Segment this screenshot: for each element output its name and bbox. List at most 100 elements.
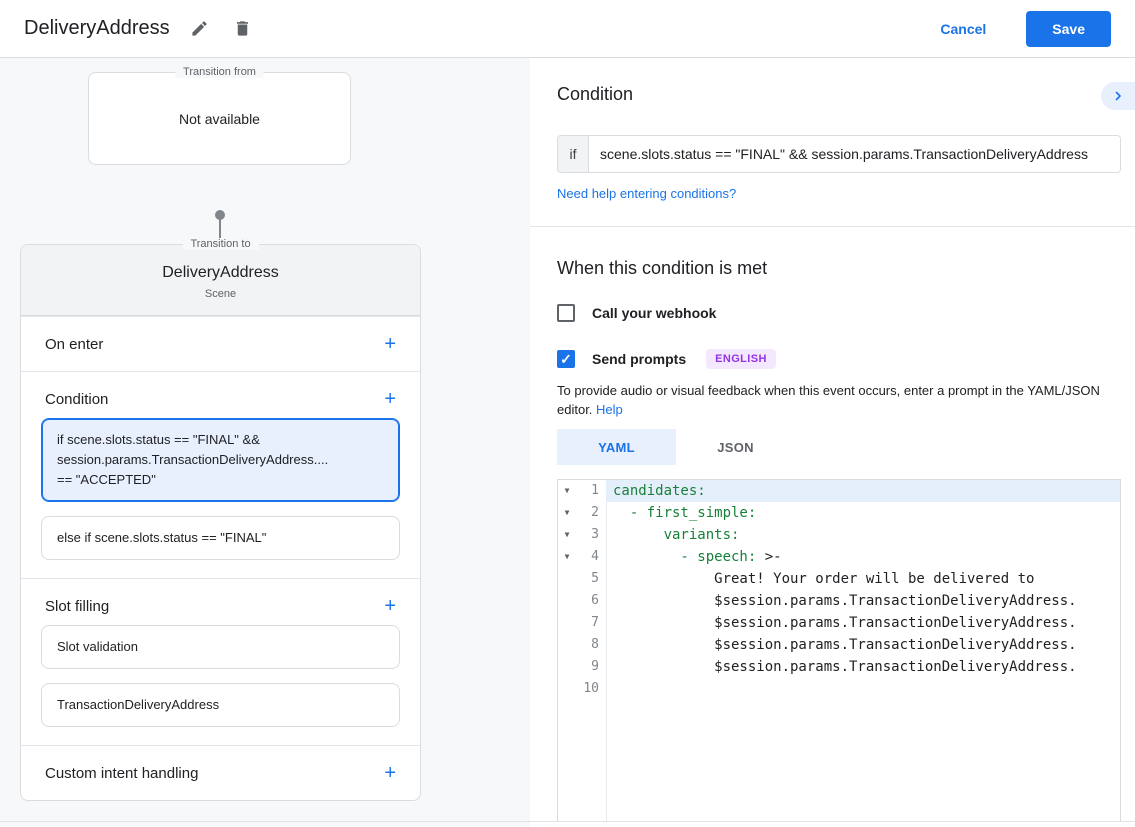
save-button[interactable]: Save bbox=[1026, 10, 1111, 47]
transition-to-card: Transition to DeliveryAddress Scene On e… bbox=[20, 238, 421, 801]
code-text[interactable]: candidates: bbox=[606, 480, 1120, 502]
line-number: 9 bbox=[591, 659, 599, 674]
code-line: 8 $session.params.TransactionDeliveryAdd… bbox=[558, 634, 1120, 656]
condition-expression-input[interactable] bbox=[589, 136, 1120, 172]
slot-card[interactable]: TransactionDeliveryAddress bbox=[41, 683, 400, 727]
bottom-strip-left bbox=[0, 822, 530, 827]
fold-toggle-icon[interactable]: ▼ bbox=[564, 508, 570, 517]
code-text[interactable]: Great! Your order will be delivered to bbox=[613, 571, 1035, 587]
topbar: DeliveryAddress Cancel Save bbox=[0, 0, 1135, 58]
description-text: To provide audio or visual feedback when… bbox=[557, 383, 1100, 417]
if-prefix: if bbox=[558, 136, 589, 172]
line-number: 8 bbox=[591, 637, 599, 652]
edit-scene-button[interactable] bbox=[186, 15, 213, 42]
condition-help-link[interactable]: Need help entering conditions? bbox=[557, 186, 737, 201]
transition-from-label: Transition from bbox=[175, 66, 264, 78]
condition-title: Condition bbox=[45, 390, 109, 408]
send-prompts-label: Send prompts bbox=[592, 351, 687, 367]
condition-card[interactable]: else if scene.slots.status == "FINAL" bbox=[41, 516, 400, 560]
fold-toggle-icon[interactable] bbox=[558, 612, 576, 634]
cancel-button[interactable]: Cancel bbox=[934, 20, 992, 38]
condition-met-section: When this condition is met ✓ Call your w… bbox=[530, 258, 1135, 821]
fold-toggle-icon[interactable] bbox=[558, 568, 576, 590]
code-text[interactable]: $session.params.TransactionDeliveryAddre… bbox=[613, 593, 1077, 609]
webhook-row: ✓ Call your webhook bbox=[557, 304, 1121, 322]
scene-type: Scene bbox=[204, 288, 237, 300]
section-on-enter: On enter + bbox=[21, 316, 420, 371]
editor-tabs: YAML JSON bbox=[557, 429, 1121, 465]
prompt-editor-description: To provide audio or visual feedback when… bbox=[557, 381, 1119, 419]
checkmark-icon: ✓ bbox=[560, 351, 572, 367]
section-condition: Condition + if scene.slots.status == "FI… bbox=[21, 371, 420, 578]
plus-icon: + bbox=[384, 333, 396, 355]
fold-toggle-icon[interactable] bbox=[558, 678, 576, 700]
code-line: ▼ 1 candidates: bbox=[558, 480, 1120, 502]
line-number: 7 bbox=[591, 615, 599, 630]
webhook-checkbox[interactable]: ✓ bbox=[557, 304, 575, 322]
code-text[interactable] bbox=[606, 678, 1120, 700]
pencil-icon bbox=[190, 19, 209, 38]
section-slot-filling: Slot filling + Slot validation Transacti… bbox=[21, 578, 420, 745]
transition-to-label: Transition to bbox=[182, 238, 259, 250]
code-text[interactable]: $session.params.TransactionDeliveryAddre… bbox=[613, 615, 1077, 631]
condition-card[interactable]: if scene.slots.status == "FINAL" && sess… bbox=[41, 418, 400, 502]
bottom-strip-right bbox=[530, 822, 1135, 827]
code-text[interactable]: variants: bbox=[613, 527, 740, 543]
slot-card[interactable]: Slot validation bbox=[41, 625, 400, 669]
code-line: ▼ 4 - speech: >- bbox=[558, 546, 1120, 568]
code-text[interactable]: - first_simple: bbox=[613, 505, 757, 521]
code-line: ▼ 2 - first_simple: bbox=[558, 502, 1120, 524]
fold-toggle-icon[interactable]: ▼ bbox=[564, 530, 570, 539]
delete-scene-button[interactable] bbox=[229, 15, 256, 42]
code-line: 9 $session.params.TransactionDeliveryAdd… bbox=[558, 656, 1120, 678]
condition-detail-panel: Condition if Need help entering conditio… bbox=[530, 58, 1135, 821]
fold-toggle-icon[interactable] bbox=[558, 590, 576, 612]
line-number: 5 bbox=[591, 571, 599, 586]
tab-yaml[interactable]: YAML bbox=[557, 429, 676, 465]
line-number: 3 bbox=[591, 527, 599, 542]
code-line: 7 $session.params.TransactionDeliveryAdd… bbox=[558, 612, 1120, 634]
yaml-code-editor[interactable]: ▼ 1 candidates: ▼ 2 - first_simple: ▼ 3 … bbox=[557, 479, 1121, 821]
fold-toggle-icon[interactable]: ▼ bbox=[564, 552, 570, 561]
condition-panel-title: Condition bbox=[557, 84, 634, 104]
code-line: 6 $session.params.TransactionDeliveryAdd… bbox=[558, 590, 1120, 612]
plus-icon: + bbox=[384, 595, 396, 617]
fold-toggle-icon[interactable]: ▼ bbox=[564, 486, 570, 495]
code-text[interactable]: $session.params.TransactionDeliveryAddre… bbox=[613, 659, 1077, 675]
flow-panel: Transition from Not available Transition… bbox=[0, 58, 530, 821]
transition-from-value: Not available bbox=[179, 110, 260, 127]
help-link[interactable]: Help bbox=[596, 402, 623, 417]
add-on-enter-button[interactable]: + bbox=[384, 333, 396, 355]
add-condition-button[interactable]: + bbox=[384, 388, 396, 410]
section-custom-intent: Custom intent handling + bbox=[21, 745, 420, 800]
collapse-panel-button[interactable] bbox=[1101, 82, 1135, 110]
add-custom-intent-button[interactable]: + bbox=[384, 762, 396, 784]
panel-divider bbox=[530, 226, 1135, 227]
custom-intent-title: Custom intent handling bbox=[45, 764, 199, 782]
condition-header-section: Condition if Need help entering conditio… bbox=[530, 58, 1135, 203]
plus-icon: + bbox=[384, 762, 396, 784]
code-text[interactable]: - speech: >- bbox=[613, 549, 782, 565]
plus-icon: + bbox=[384, 388, 396, 410]
scene-name: DeliveryAddress bbox=[162, 264, 279, 281]
add-slot-button[interactable]: + bbox=[384, 595, 396, 617]
tab-json[interactable]: JSON bbox=[676, 429, 795, 465]
webhook-label: Call your webhook bbox=[592, 305, 717, 321]
send-prompts-checkbox[interactable]: ✓ bbox=[557, 350, 575, 368]
on-enter-title: On enter bbox=[45, 335, 104, 353]
chevron-right-icon bbox=[1112, 90, 1124, 102]
language-badge: ENGLISH bbox=[706, 349, 776, 369]
viewport-bottom-edge bbox=[0, 821, 1135, 827]
code-text[interactable]: $session.params.TransactionDeliveryAddre… bbox=[613, 637, 1077, 653]
code-line: ▼ 3 variants: bbox=[558, 524, 1120, 546]
scene-card-header[interactable]: DeliveryAddress Scene bbox=[21, 245, 420, 316]
code-line: 10 bbox=[558, 678, 1120, 700]
flow-arrow-dot bbox=[215, 210, 225, 220]
line-number: 2 bbox=[591, 505, 599, 520]
page-title: DeliveryAddress bbox=[24, 17, 170, 39]
condition-met-title: When this condition is met bbox=[557, 258, 768, 278]
line-number: 1 bbox=[591, 483, 599, 498]
fold-toggle-icon[interactable] bbox=[558, 656, 576, 678]
fold-toggle-icon[interactable] bbox=[558, 634, 576, 656]
